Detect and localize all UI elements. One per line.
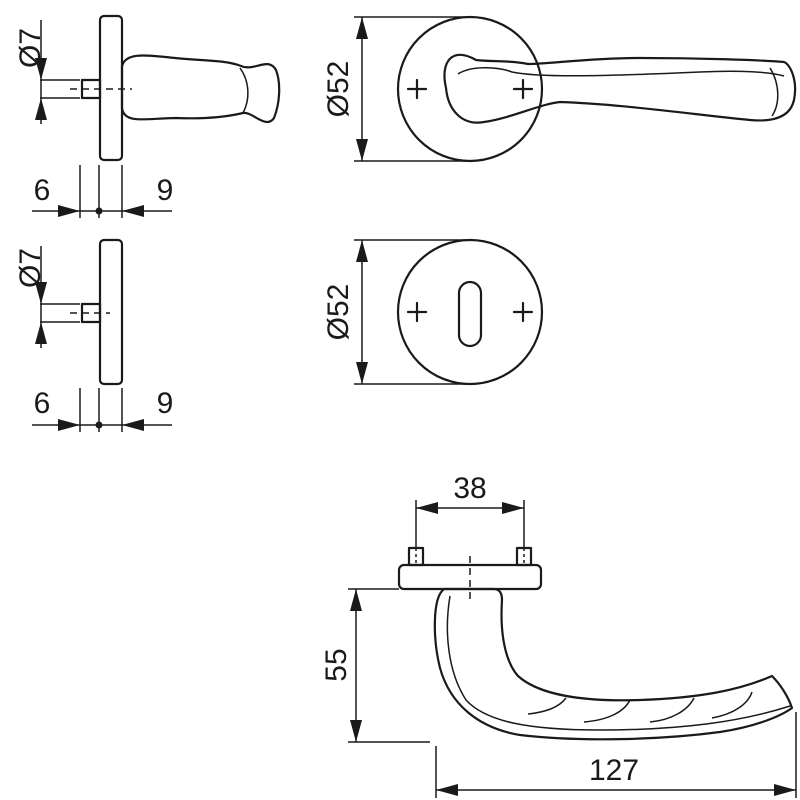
dim-arrow [350, 589, 362, 611]
dim-label-handle-height: 55 [320, 648, 353, 681]
lever-handle-outline [443, 53, 797, 124]
keyhole-icon [457, 280, 483, 348]
dim-label-right-offset: 9 [157, 387, 174, 420]
dim-arrow [58, 205, 80, 217]
dim-arrow [356, 240, 368, 262]
grip-ridge [527, 697, 567, 715]
plus-icon [512, 78, 534, 100]
curved-lever-outline [433, 587, 794, 741]
rose-plate-side [98, 14, 124, 162]
front-view-key-rose: Ø52 [322, 238, 544, 386]
curved-lever-inner-edge [446, 595, 791, 731]
dim-dot [95, 421, 103, 429]
top-view-handle: 38 55 127 [320, 472, 797, 798]
grip-ridge [649, 697, 695, 723]
grip-ridge [583, 699, 631, 723]
dim-label-rose-diameter: Ø52 [322, 284, 355, 341]
dim-label-right-offset: 9 [157, 174, 174, 207]
dim-arrow [122, 205, 144, 217]
plus-icon [406, 78, 428, 100]
side-view-handle-rose: Ø7 6 9 [14, 14, 281, 218]
dim-arrow [350, 720, 362, 742]
dim-label-handle-length: 127 [589, 754, 639, 787]
plus-icon [406, 301, 428, 323]
handle-neck-crease [239, 67, 249, 114]
lever-handle-highlight [457, 67, 785, 77]
dim-arrow [35, 58, 47, 80]
lever-handle-highlight [769, 67, 779, 117]
dim-arrow [502, 502, 524, 514]
dim-arrow [35, 322, 47, 344]
dim-arrow [356, 139, 368, 161]
dim-label-spindle-diameter: Ø7 [14, 248, 47, 288]
rose-plate-side [98, 238, 124, 386]
dim-label-rose-diameter: Ø52 [322, 61, 355, 118]
dim-arrow [35, 98, 47, 120]
handle-neck-profile [120, 54, 281, 124]
dim-arrow [58, 419, 80, 431]
side-view-key-rose: Ø7 6 9 [14, 238, 174, 432]
dim-label-left-offset: 6 [34, 387, 51, 420]
dim-label-fixing-spacing: 38 [453, 472, 486, 505]
dim-arrow [356, 362, 368, 384]
plus-icon [512, 301, 534, 323]
dim-arrow [122, 419, 144, 431]
dim-arrow [416, 502, 438, 514]
grip-ridge [711, 691, 753, 719]
dim-dot [95, 207, 103, 215]
dim-arrow [35, 282, 47, 304]
dim-arrow [436, 784, 458, 796]
dim-label-left-offset: 6 [34, 174, 51, 207]
dim-arrow [356, 17, 368, 39]
front-view-handle-rose: Ø52 [322, 15, 797, 163]
dim-label-spindle-diameter: Ø7 [14, 28, 47, 68]
dim-arrow [774, 784, 796, 796]
